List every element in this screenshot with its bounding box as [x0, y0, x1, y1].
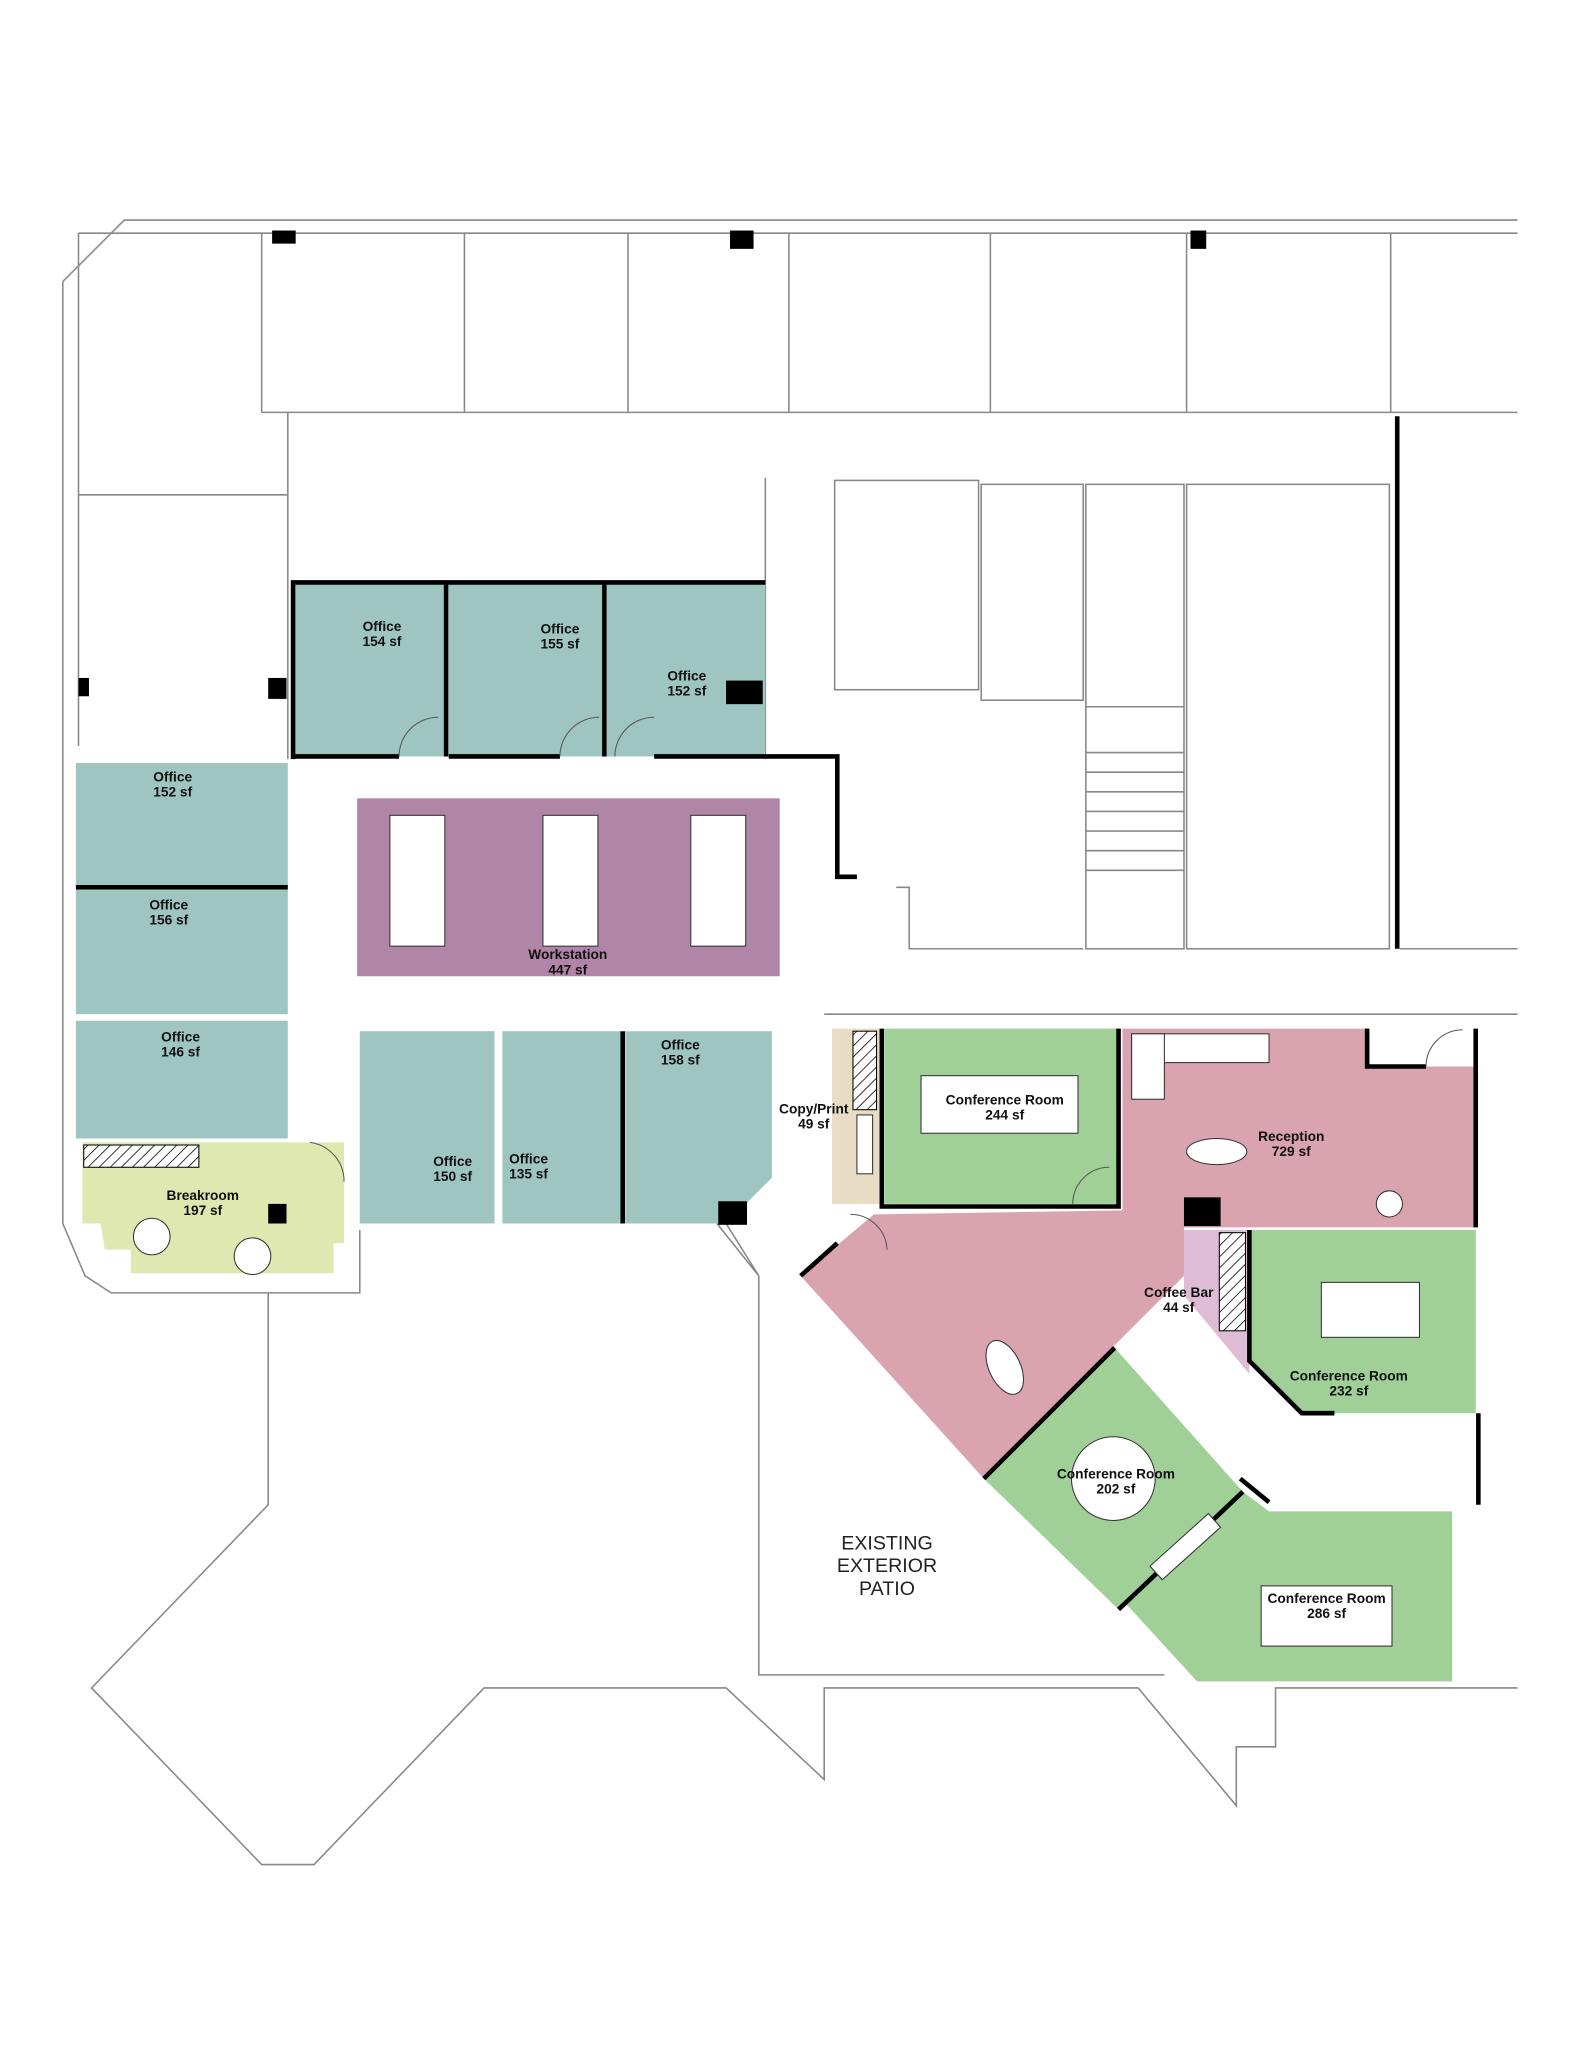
room-office-152-top[interactable] [607, 582, 766, 757]
room-office-155[interactable] [448, 582, 604, 757]
room-office-150[interactable] [359, 1031, 495, 1224]
room-office-146[interactable] [75, 1020, 288, 1139]
stair-treads [1085, 771, 1184, 872]
room-office-156[interactable] [75, 889, 288, 1015]
room-office-154[interactable] [293, 582, 445, 757]
furniture [83, 716, 1463, 1647]
room-reception[interactable] [800, 1028, 1476, 1479]
room-office-152-left[interactable] [75, 763, 288, 886]
partition-walls [75, 580, 1481, 1612]
room-office-158[interactable] [625, 1031, 772, 1224]
room-office-135[interactable] [502, 1031, 622, 1224]
